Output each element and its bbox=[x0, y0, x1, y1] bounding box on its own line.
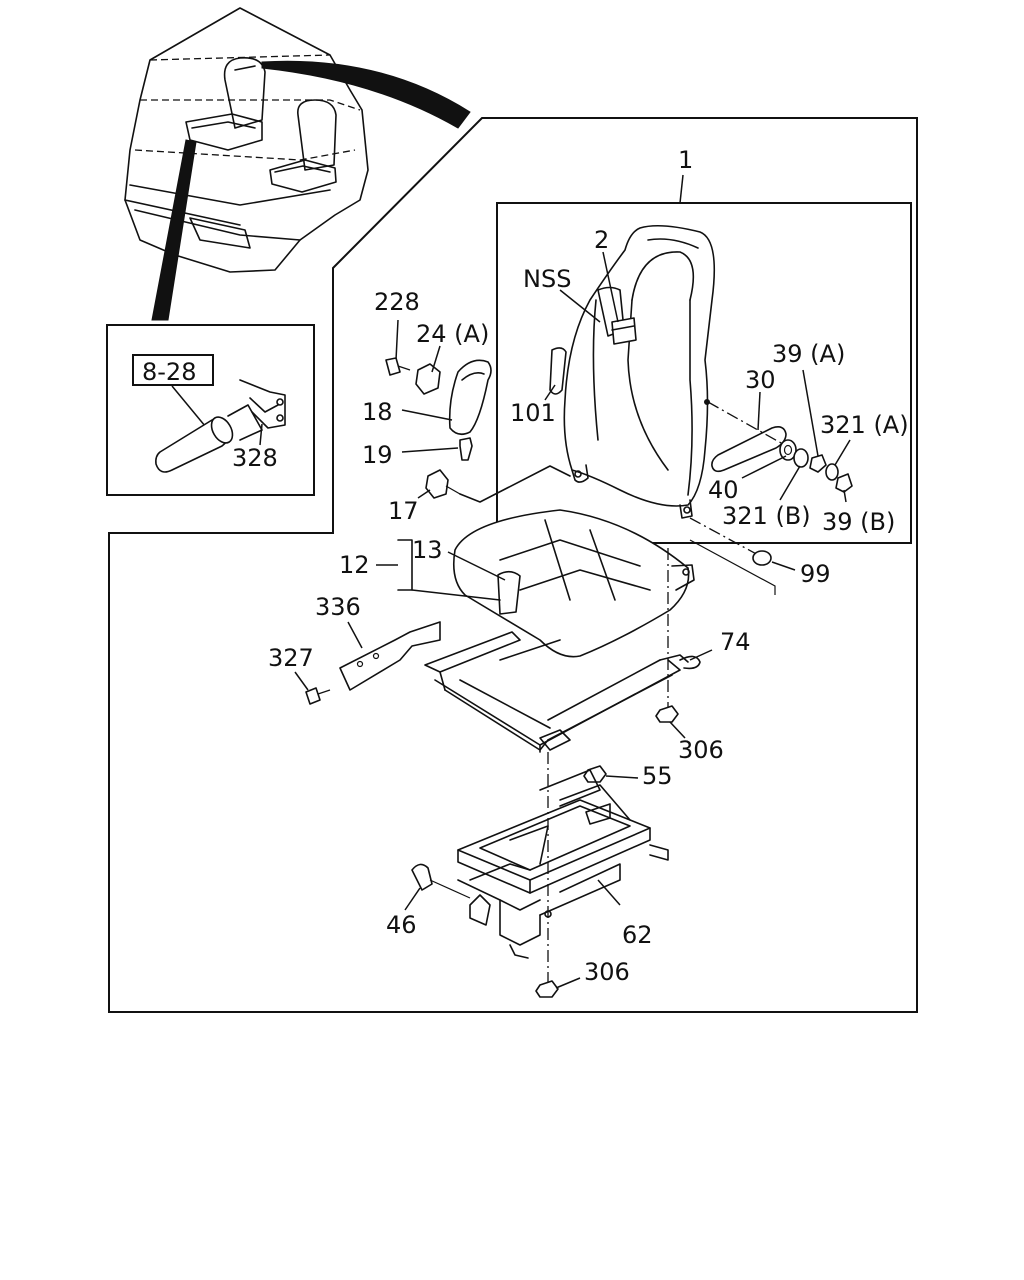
knob-46 bbox=[411, 863, 433, 891]
detail-frame bbox=[108, 117, 918, 1013]
callout-12: 12 bbox=[339, 551, 370, 579]
bolt-228 bbox=[385, 357, 401, 376]
bolt-327 bbox=[305, 687, 321, 705]
callout-321a: 321 (A) bbox=[820, 411, 909, 439]
callout-bar bbox=[151, 139, 197, 321]
callout-17: 17 bbox=[388, 497, 419, 525]
armrest bbox=[704, 399, 853, 493]
bracket-24a bbox=[415, 363, 441, 395]
callout-306-lower: 306 bbox=[584, 958, 630, 986]
callout-19: 19 bbox=[362, 441, 393, 469]
callout-321b: 321 (B) bbox=[722, 502, 811, 530]
nut-306-upper bbox=[655, 705, 679, 723]
bolt-17 bbox=[425, 469, 449, 499]
callout-336: 336 bbox=[315, 593, 361, 621]
callout-24a: 24 (A) bbox=[416, 320, 489, 348]
callout-306-upper: 306 bbox=[678, 736, 724, 764]
callout-228: 228 bbox=[374, 288, 420, 316]
callout-62: 62 bbox=[622, 921, 653, 949]
seat-back-box bbox=[496, 202, 912, 544]
callout-1: 1 bbox=[678, 146, 693, 174]
seat-rail-frame bbox=[424, 631, 701, 753]
callout-39a: 39 (A) bbox=[772, 340, 845, 368]
callout-327: 327 bbox=[268, 644, 314, 672]
seat-back-cushion bbox=[549, 224, 716, 519]
callout-40: 40 bbox=[708, 476, 739, 504]
nut-306-lower bbox=[535, 980, 559, 998]
callout-swoosh bbox=[261, 60, 471, 129]
callout-328: 328 bbox=[232, 444, 278, 472]
callout-13: 13 bbox=[412, 536, 443, 564]
washer-99 bbox=[752, 550, 772, 566]
callout-18: 18 bbox=[362, 398, 393, 426]
cab-overview-illustration bbox=[124, 7, 369, 273]
callout-39b: 39 (B) bbox=[822, 508, 895, 536]
inset-frame-8-28: 8-28 328 bbox=[106, 324, 315, 496]
callout-74: 74 bbox=[720, 628, 751, 656]
callout-99: 99 bbox=[800, 560, 831, 588]
callout-55: 55 bbox=[642, 762, 673, 790]
seat-base bbox=[457, 769, 669, 959]
callout-nss: NSS bbox=[523, 265, 571, 293]
screw-19 bbox=[459, 437, 473, 461]
callout-101: 101 bbox=[510, 399, 556, 427]
side-cover-336 bbox=[339, 621, 441, 691]
callout-30: 30 bbox=[745, 366, 776, 394]
cover-18 bbox=[448, 359, 492, 436]
seat-cushion bbox=[452, 509, 695, 658]
callout-ref-8-28: 8-28 bbox=[142, 358, 196, 386]
callout-2: 2 bbox=[594, 226, 609, 254]
callout-46: 46 bbox=[386, 911, 417, 939]
